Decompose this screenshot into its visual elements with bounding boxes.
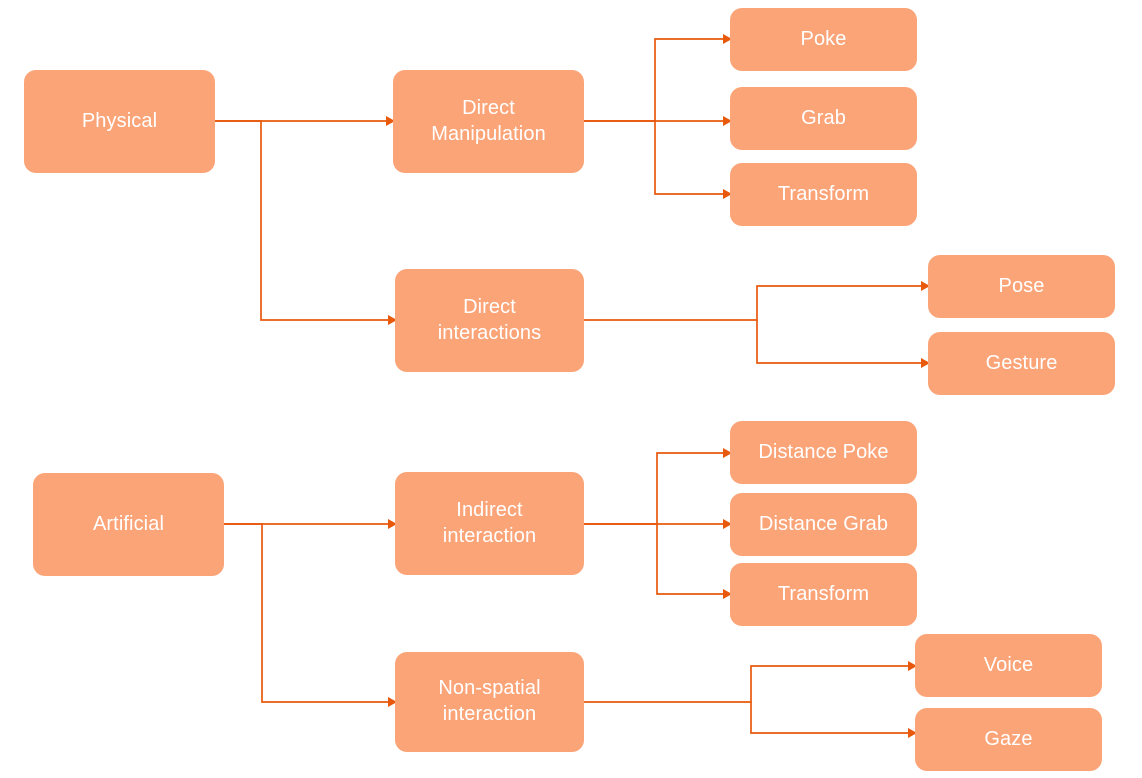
node-distance-grab[interactable]: Distance Grab: [730, 493, 917, 556]
edge-non-spatial-interaction-to-voice: [584, 665, 908, 703]
node-label-direct-manip: Direct Manipulation: [431, 96, 546, 145]
edge-direct-manipulation-to-poke: [584, 38, 723, 122]
node-gesture[interactable]: Gesture: [928, 332, 1115, 395]
node-label-transform-top: Transform: [777, 182, 870, 205]
node-transform-bottom[interactable]: Transform: [730, 563, 917, 626]
edge-direct-interactions-to-gesture: [756, 320, 921, 364]
node-gaze[interactable]: Gaze: [915, 708, 1102, 771]
node-pose[interactable]: Pose: [928, 255, 1115, 318]
node-grab[interactable]: Grab: [730, 87, 917, 150]
node-label-gaze: Gaze: [984, 727, 1033, 750]
node-poke[interactable]: Poke: [730, 8, 917, 71]
node-label-direct-inter: Direct interactions: [437, 295, 542, 344]
node-physical[interactable]: Physical: [24, 70, 215, 173]
node-label-grab: Grab: [801, 106, 846, 129]
node-voice[interactable]: Voice: [915, 634, 1102, 697]
node-label-distance-grab: Distance Grab: [758, 512, 889, 535]
node-transform-top[interactable]: Transform: [730, 163, 917, 226]
edge-direct-interactions-to-pose: [584, 285, 921, 321]
edge-physical-to-direct-interactions: [215, 120, 388, 321]
node-label-artificial: Artificial: [92, 512, 164, 535]
node-non-spatial[interactable]: Non-spatial interaction: [395, 652, 584, 752]
node-label-pose: Pose: [998, 274, 1045, 297]
edge-indirect-interaction-to-transform: [656, 524, 723, 595]
node-label-voice: Voice: [983, 653, 1034, 676]
edge-non-spatial-interaction-to-gaze: [750, 702, 908, 734]
node-label-transform-bottom: Transform: [777, 582, 870, 605]
node-indirect-inter[interactable]: Indirect interaction: [395, 472, 584, 575]
edge-artificial-to-non-spatial-interaction: [224, 523, 388, 703]
node-direct-manip[interactable]: Direct Manipulation: [393, 70, 584, 173]
node-label-physical: Physical: [81, 109, 158, 132]
node-distance-poke[interactable]: Distance Poke: [730, 421, 917, 484]
node-label-poke: Poke: [800, 27, 847, 50]
edge-direct-manipulation-to-transform: [654, 121, 723, 195]
edge-indirect-interaction-to-distance-poke: [584, 452, 723, 525]
node-label-indirect-inter: Indirect interaction: [442, 498, 537, 547]
node-direct-inter[interactable]: Direct interactions: [395, 269, 584, 372]
node-artificial[interactable]: Artificial: [33, 473, 224, 576]
node-label-non-spatial: Non-spatial interaction: [438, 677, 541, 725]
node-label-gesture: Gesture: [985, 351, 1058, 374]
node-label-distance-poke: Distance Poke: [758, 440, 889, 463]
